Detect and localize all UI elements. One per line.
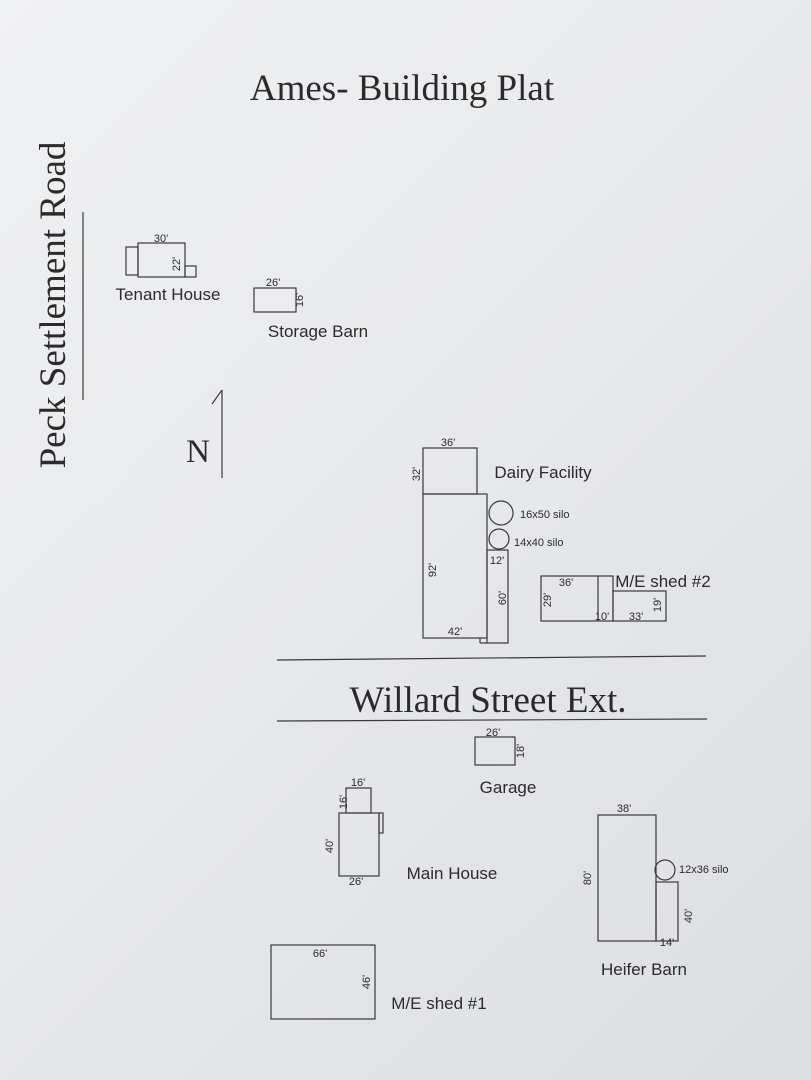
dairy-facility: 36' 32' 92' 42' 12' 60' Dairy Facility [411, 437, 592, 644]
dairy-annex-depth: 60' [497, 591, 509, 605]
north-arrow-head [211, 389, 223, 405]
silo-14x40 [488, 528, 510, 550]
me-shed-2-d1: 29' [542, 593, 554, 607]
dairy-facility-annex [486, 549, 509, 644]
tenant-house-porch [125, 246, 139, 276]
road-label-willard-street: Willard Street Ext. [350, 680, 627, 721]
heifer-barn-width: 38' [617, 803, 631, 815]
main-house: 16' 16' 40' 26' Main House [324, 777, 497, 888]
dairy-facility-top-block [422, 447, 478, 495]
me-shed-1-depth: 46' [361, 975, 373, 989]
garage-label: Garage [480, 778, 537, 797]
tenant-house-label: Tenant House [116, 285, 221, 304]
storage-barn: 26' 16' Storage Barn [253, 277, 368, 341]
garage: 26' 18' Garage [474, 727, 537, 797]
garage-depth: 18' [515, 744, 527, 758]
road-edge-north [276, 655, 707, 661]
road-label-peck-settlement: Peck Settlement Road [33, 141, 74, 468]
dairy-top-width: 36' [441, 437, 455, 449]
tenant-house: 30' 22' Tenant House [116, 233, 221, 304]
silo-12x36 [654, 859, 676, 881]
me-shed-2-label: M/E shed #2 [615, 572, 710, 591]
map-title: Ames- Building Plat [250, 68, 555, 109]
heifer-barn: 12x36 silo 38' 80' 40' 14' Heifer Barn [582, 803, 729, 979]
storage-barn-label: Storage Barn [268, 322, 368, 341]
main-house-depth: 40' [324, 839, 336, 853]
dairy-main-depth: 92' [427, 563, 439, 577]
me-shed-2-w1: 36' [559, 577, 573, 589]
garage-width: 26' [486, 727, 500, 739]
main-house-label: Main House [407, 864, 498, 883]
main-house-outline [338, 812, 380, 877]
dairy-silos: 16x50 silo 14x40 silo [488, 500, 570, 550]
north-label: N [186, 434, 210, 470]
heifer-barn-annex-depth: 40' [683, 909, 695, 923]
north-arrow: N [186, 389, 223, 478]
road-edge-south [276, 718, 708, 722]
dairy-top-depth: 32' [411, 467, 423, 481]
garage-outline [474, 736, 516, 766]
main-house-top-depth: 16' [338, 795, 350, 809]
me-shed-1-width: 66' [313, 948, 327, 960]
tenant-house-width: 30' [154, 233, 168, 245]
heifer-barn-label: Heifer Barn [601, 960, 687, 979]
dairy-facility-label: Dairy Facility [494, 463, 592, 482]
silo-16x50-label: 16x50 silo [520, 509, 570, 521]
me-shed-2-w3: 33' [629, 611, 643, 623]
storage-barn-depth: 16' [294, 293, 306, 307]
heifer-barn-annex [655, 881, 679, 942]
heifer-barn-annex-width: 14' [660, 937, 674, 949]
main-house-top-width: 16' [351, 777, 365, 789]
me-shed-2-d2: 19' [652, 598, 664, 612]
silo-12x36-label: 12x36 silo [679, 864, 729, 876]
me-shed-1: 66' 46' M/E shed #1 [270, 944, 487, 1020]
dairy-main-width: 42' [448, 626, 462, 638]
storage-barn-outline [253, 287, 297, 313]
heifer-barn-depth: 80' [582, 871, 594, 885]
silo-14x40-label: 14x40 silo [514, 537, 564, 549]
tenant-house-stoop [184, 265, 197, 278]
me-shed-1-outline [270, 944, 376, 1020]
storage-barn-width: 26' [266, 277, 280, 289]
dairy-annex-width: 12' [490, 555, 504, 567]
heifer-barn-outline [597, 814, 657, 942]
tenant-house-outline [137, 242, 186, 278]
silo-16x50 [488, 500, 514, 526]
me-shed-2-w2: 10' [595, 611, 609, 623]
me-shed-2-right-block [612, 590, 667, 622]
me-shed-1-label: M/E shed #1 [391, 994, 486, 1013]
main-house-width: 26' [349, 876, 363, 888]
tenant-house-depth: 22' [171, 257, 183, 271]
main-house-porch [378, 812, 384, 834]
me-shed-2: 36' 29' 10' 33' 19' M/E shed #2 [540, 572, 711, 623]
